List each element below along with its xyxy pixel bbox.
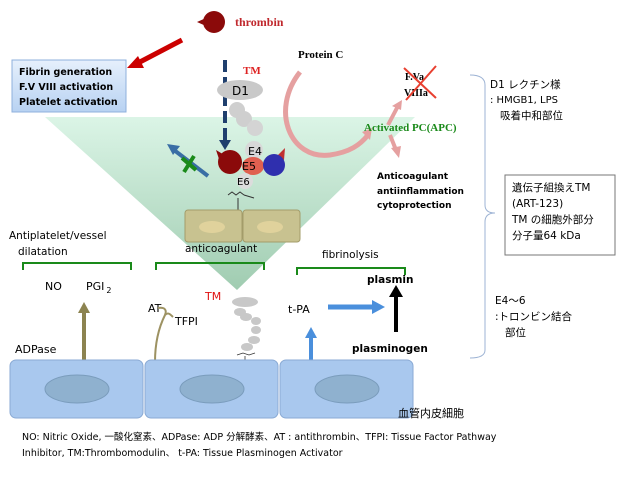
- d1-label: D1: [232, 84, 249, 98]
- antiplatelet-label: dilatation: [18, 246, 68, 258]
- art123-note: 遺伝子組換えTM: [512, 181, 590, 194]
- fibrin-generation: Fibrin generation: [19, 67, 112, 78]
- right-bracket: [469, 74, 496, 359]
- e5-label: E5: [242, 160, 256, 173]
- green-x-icon: [180, 154, 198, 174]
- no-label: NO: [45, 280, 62, 293]
- footer-line: NO: Nitric Oxide, 一酸化窒素、ADPase: ADP 分解酵素…: [22, 431, 497, 443]
- art123-note: 分子量64 kDa: [512, 230, 581, 242]
- e4-label: E4: [248, 145, 262, 158]
- fibrinolysis-label: fibrinolysis: [322, 249, 379, 261]
- plasmin-label: plasmin: [367, 274, 413, 286]
- inhibited-x-icon: [403, 65, 437, 101]
- thrombin-label: thrombin: [235, 15, 284, 29]
- art123-note: (ART-123): [512, 198, 563, 210]
- protein-c-label: Protein C: [298, 49, 343, 61]
- tpa-label: t-PA: [288, 303, 310, 316]
- thrombin-bound-icon: [216, 150, 242, 174]
- d1-note: : HMGB1, LPS: [490, 95, 558, 106]
- platelet-activation: Platelet activation: [19, 97, 118, 108]
- d1-note: D1 レクチン様: [490, 78, 561, 91]
- adpase-label: ADPase: [15, 343, 57, 356]
- protein-c-arc: [283, 70, 370, 158]
- endothelial-label: 血管内皮細胞: [398, 406, 464, 420]
- at-label: AT: [148, 302, 162, 315]
- viiia-label: VIIIa: [404, 88, 428, 99]
- red-arrow: [127, 37, 184, 68]
- tm-membrane-label: TM: [204, 290, 221, 303]
- protein-c-icon: [263, 148, 285, 176]
- footer-line: Inhibitor, TM:Thrombomodulin、 t-PA: Tiss…: [22, 448, 343, 459]
- endothelial-cells: [9, 359, 414, 419]
- d1-domain: [217, 80, 263, 100]
- anticoagulant-label: anticoagulant: [185, 243, 257, 255]
- art123-box: [504, 174, 616, 256]
- e46-note: E4～6: [495, 295, 526, 307]
- tm-label: TM: [243, 65, 261, 77]
- art123-note: TM の細胞外部分: [511, 213, 594, 226]
- e46-note: 部位: [505, 326, 526, 339]
- apc-effect: Anticoagulant: [377, 172, 449, 182]
- apc-label: Activated PC(APC): [364, 122, 457, 134]
- highlight-triangle: [45, 117, 415, 290]
- e46-note: :トロンビン結合: [495, 310, 573, 323]
- tfpi-label: TFPI: [174, 315, 198, 328]
- fv-activation: F.V VIII activation: [19, 82, 113, 93]
- thrombin-icon: [197, 11, 225, 33]
- tm-membrane-icon: [232, 297, 261, 368]
- antiplatelet-label: Antiplatelet/vessel: [9, 230, 107, 242]
- apc-effect: cytoprotection: [377, 201, 451, 211]
- apc-effect: antiinflammation: [377, 187, 464, 197]
- e6-label: E6: [237, 177, 250, 188]
- plasminogen-label: plasminogen: [352, 343, 428, 355]
- d1-note: 吸着中和部位: [500, 109, 563, 122]
- fibrin-box: [11, 59, 127, 113]
